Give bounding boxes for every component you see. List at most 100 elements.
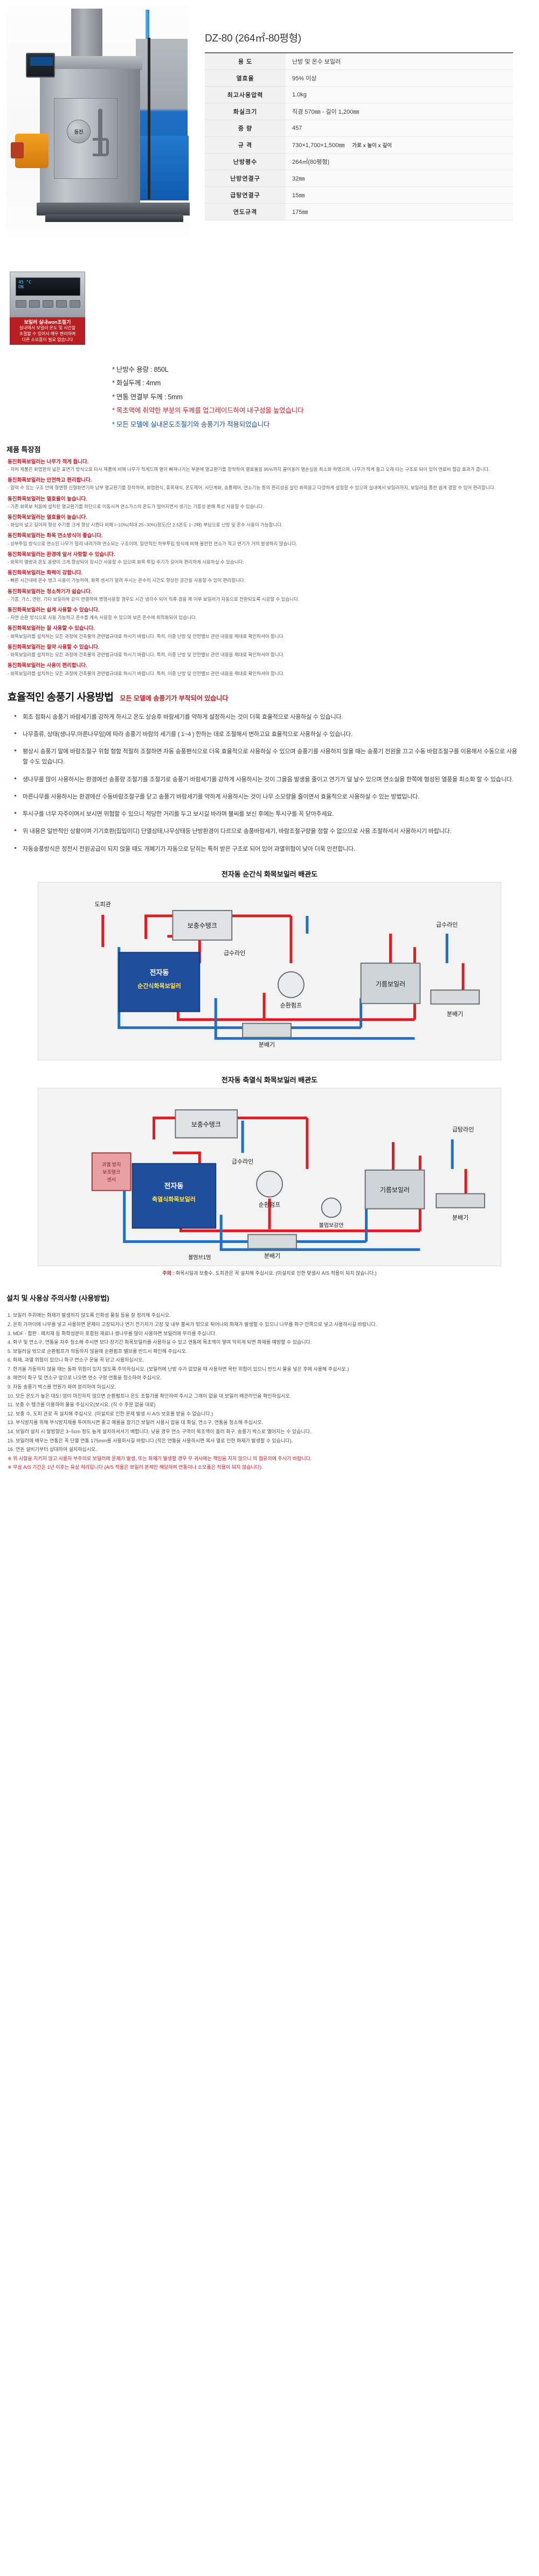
spec-value: 95% 이상 [286, 70, 513, 87]
feature-item: 동진화목보일러는 안전하고 편리합니다.- 압력 수 있는 구조 안에 형변형 … [8, 477, 528, 491]
diagram1: 보충수탱크 전자동 순간식화목보일러 기름보일러 순환펌프 분배기 분배기 도피… [38, 881, 501, 1061]
diagram2-note-text: 화목시일과 보충수, 도피관은 꼭 설치해 주십시요. (미설치로 인한 맞샘사… [175, 1270, 377, 1276]
spec-value-text: 난방 및 온수 보일러 [292, 59, 341, 65]
spec-label: 급탕연결구 [205, 186, 286, 204]
svg-text:순환펌프: 순환펌프 [259, 1202, 280, 1209]
control-button-2[interactable] [29, 300, 40, 308]
svg-text:분배기: 분배기 [447, 1010, 463, 1017]
svg-text:볼멈보강안: 볼멈보강안 [319, 1223, 344, 1229]
spec-value: 32㎜ [286, 170, 513, 187]
svg-text:보충수탱크: 보충수탱크 [191, 1121, 221, 1128]
feature-heading: 동진화목보일러는 열효율이 높습니다. [8, 514, 87, 520]
highlight-bullet: * 난방수 용량 : 850L [112, 365, 169, 373]
spec-value-text: 95% 이상 [292, 75, 317, 82]
spec-value-text: 457 [292, 125, 302, 131]
caution-item: 1. 보일러 주위에는 화재가 발생하지 않도록 인화성 물질 등을 잘 정리해… [8, 1313, 171, 1318]
control-button-4[interactable] [56, 300, 67, 308]
control-button-3[interactable] [43, 300, 53, 308]
boiler-water-pipe [146, 10, 149, 42]
diagram1-svg: 보충수탱크 전자동 순간식화목보일러 기름보일러 순환펌프 분배기 분배기 도피… [38, 882, 501, 1060]
cautions-title: 설치 및 사용상 주의사항 (사용방법) [6, 1294, 109, 1303]
control-panel-screen-line1: 45 °C [18, 280, 32, 284]
diagram2-svg: 보충수탱크 과열 방지 보조탱크 센서 전자동 축열식화목보일러 기름보일러 순… [38, 1088, 501, 1266]
control-button-5[interactable] [70, 300, 80, 308]
feature-heading: 동진화목보일러는 화목 연소방식이 좋습니다. [8, 533, 103, 539]
spec-label: 열효율 [205, 70, 286, 87]
feature-item: 동진화목보일러는 절약 사용할 수 있습니다. - 화목보일러를 설치하는 모든 … [8, 644, 528, 658]
svg-text:볼멈브1멈: 볼멈브1멈 [188, 1254, 211, 1261]
svg-text:급수라인: 급수라인 [436, 921, 458, 928]
table-row: 화실크기 직경 570㎜ - 길이 1,200㎜ [205, 103, 513, 120]
svg-text:전자동: 전자동 [164, 1182, 184, 1190]
spec-value-text: 175㎜ [292, 209, 308, 216]
svg-text:센서: 센서 [107, 1177, 116, 1183]
feature-heading: 동진화목보일러는 나무가 적게 듭니다. [8, 459, 89, 465]
spec-label: 중 량 [205, 120, 286, 137]
spec-value-note: 가로 x 높이 x 깊이 [352, 143, 392, 149]
blower-usage-item: 평상시 송풍기 말에 바람조절구 위험 형함 적절히 조절하면 자동 송풍팬식으… [14, 747, 517, 768]
feature-body: - 화목보일러를 설치하는 모든 과정에 건축물의 관련법규대로 하시기 바랍니… [8, 652, 285, 658]
svg-text:분배기: 분배기 [259, 1041, 275, 1048]
blower-badge: 모든 모델에 송풍기가 부착되어 있습니다 [120, 694, 229, 702]
spec-label: 연도규격 [205, 203, 286, 220]
feature-item: 동진화목보일러는 나무가 적게 듭니다.- 저희 제품은 화염판의 넓은 표면기… [8, 459, 528, 473]
feature-body: - 저희 제품은 화염판의 넓은 표면기 방식으로 타사 제품에 비해 나무가 … [8, 466, 490, 472]
table-row: 중 량 457 [205, 120, 513, 137]
caution-item: 6. 화재, 과열 위험이 있으니 화구 연소구 문을 꼭 닫고 사용하십시오. [8, 1357, 144, 1363]
caution-item: ※ 무상 A/S 기간은 1년 이후는 유상 처리입니다 (A/S 적용은 보일… [8, 1464, 263, 1470]
boiler-base [37, 203, 190, 216]
caution-item: 3. MDF · 합판 · 페치재 등 화학성분이 포함된 재료나 생나무를 많… [8, 1330, 217, 1336]
highlight-bullet: * 목초액에 취약한 부분의 두께를 업그레이드하여 내구성을 높였습니다 [112, 407, 304, 415]
spec-value-text: 직경 570㎜ - 길이 1,200㎜ [292, 109, 360, 115]
feature-item: 동진화목보일러는 사용이 편리합니다.- 화목보일러를 설치하는 모든 과정에 … [8, 662, 528, 677]
boiler-brand-badge-icon: 동진 [67, 120, 91, 143]
svg-text:도피관: 도피관 [95, 901, 111, 908]
control-panel-caption-line3: 조절할 수 있어서 매우 편리하며 [19, 331, 76, 336]
highlight-bullet: * 모든 모델에 실내온도조절기와 송풍기가 적용되었습니다 [112, 421, 270, 429]
feature-body: - 화목보일러를 설치하는 모든 과정에 건축물의 관련법규대로 하시기 바랍니… [8, 633, 285, 639]
boiler-rear-lower [139, 136, 189, 200]
control-button-1[interactable] [16, 300, 26, 308]
caution-item: 13. 부식방지를 위해 부식방지제를 투여하시면 좋고 예를을 참기간 보일러… [8, 1420, 264, 1426]
diagram2-note-prefix: 주의 : [162, 1270, 175, 1276]
spec-value: 1.0kg [286, 86, 513, 103]
control-panel-buttons[interactable] [16, 300, 80, 308]
boiler-door-handle [98, 109, 102, 155]
spec-label: 화실크기 [205, 103, 286, 120]
page-title: DZ-80 (264㎡-80평형) [205, 33, 301, 44]
feature-body: - 압력 수 있는 구조 안에 형변형 신형화면기와 남부 열교환기를 장착하여… [8, 485, 496, 491]
diagram2: 보충수탱크 과열 방지 보조탱크 센서 전자동 축열식화목보일러 기름보일러 순… [38, 1088, 501, 1267]
caution-item: 12. 보충 수, 도피 관로 꼭 설치해 주십시오. (미설치로 인한 문제 … [8, 1411, 213, 1417]
spec-value: 15㎜ [286, 186, 513, 204]
boiler-blower-inlet [11, 142, 24, 158]
feature-item: 동진화목보일러는 열효율이 높습니다.- 기존 화목보 처음에 설치된 열교환기… [8, 496, 528, 510]
svg-text:분배기: 분배기 [264, 1252, 280, 1259]
spec-value: 457 [286, 120, 513, 137]
control-panel-thumbnail: 45 °C ON [10, 272, 85, 317]
caution-item: 16. 연돈 설비기부터 상대하여 설치하십시오. [8, 1447, 97, 1453]
spec-value: 난방 및 온수 보일러 [286, 53, 513, 70]
feature-heading: 동진화목보일러는 절약 사용할 수 있습니다. [8, 644, 100, 650]
blower-section-header: 효율적인 송풍기 사용방법 모든 모델에 송풍기가 부착되어 있습니다 [8, 689, 539, 704]
boiler-controller [26, 53, 55, 78]
feature-heading: 동진화목보일러는 환경에 앞서 사랑할 수 있습니다. [8, 551, 115, 558]
feature-item: 동진화목보일러는 청소하기가 쉽습니다.- 기름, 가스, 연탄, 기타 보일러… [8, 588, 528, 603]
feature-heading: 동진화목보일러는 청소하기가 쉽습니다. [8, 588, 92, 595]
feature-body: - 화목의 열량과 온도 용량이 크게 향상되어 장시간 사용할 수 있으며 화… [8, 559, 244, 565]
svg-text:보충수탱크: 보충수탱크 [188, 922, 217, 929]
highlight-bullet: * 화실두께 : 4mm [112, 379, 161, 387]
svg-text:과열 방지: 과열 방지 [102, 1162, 121, 1168]
svg-text:급수라인: 급수라인 [232, 1158, 253, 1165]
svg-text:급수라인: 급수라인 [224, 950, 245, 957]
feature-item: 동진화목보일러는 환경에 앞서 사랑할 수 있습니다.- 화목의 열량과 온도 … [8, 551, 528, 566]
feature-item: 동진화목보일러는 화목 연소방식이 좋습니다.- 상부투입 방식으로 연소된 나… [8, 532, 528, 547]
highlight-bullet: * 연통 연결부 두께 : 5mm [112, 393, 183, 401]
svg-text:분배기: 분배기 [452, 1214, 468, 1221]
blower-usage-item: 생나무를 많이 사용하시는 환경에선 송풍량 조절기를 조절기로 송풍기 바람세… [14, 775, 517, 785]
spec-label: 난방평수 [205, 153, 286, 170]
caution-item: 7. 한겨울 가동하지 않을 때는 동파 위험이 있지 않도록 주의하십시오. … [8, 1366, 349, 1372]
